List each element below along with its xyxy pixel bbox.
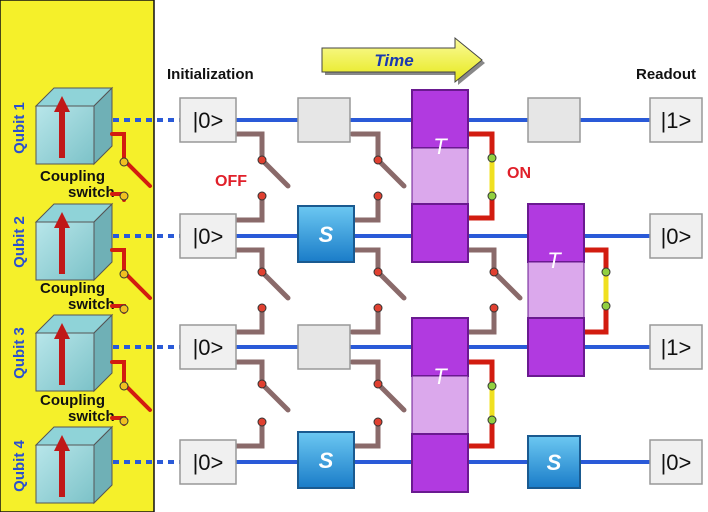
idle-gate [527, 97, 581, 143]
initial-state-3: |0> [193, 335, 224, 360]
readout-state-1: |1> [661, 108, 692, 133]
qubit-cube-2 [34, 202, 114, 282]
t-gate-2 [527, 203, 585, 377]
readout-state-3: |1> [661, 335, 692, 360]
coupling-switches-panel [110, 132, 152, 426]
readout-label: Readout [636, 66, 696, 83]
time-arrow [321, 36, 485, 85]
s-gate [297, 205, 355, 263]
qubit-label-3: Qubit 3 [11, 327, 28, 379]
qubit-label-1: Qubit 1 [11, 102, 28, 154]
qubit-cube-4 [34, 425, 114, 505]
qubit-label-2: Qubit 2 [11, 216, 28, 268]
on-label: ON [507, 165, 531, 182]
coupling-switch-label-2b: switch [68, 296, 115, 313]
initial-state-4: |0> [193, 450, 224, 475]
coupling-switch-label-3a: Coupling [40, 392, 105, 409]
t-gate-3 [411, 317, 469, 493]
t-gate-label: T [433, 134, 448, 159]
s-gate-label: S [319, 222, 334, 247]
idle-gate [297, 97, 351, 143]
idle-gates [297, 97, 581, 370]
time-label: Time [374, 51, 413, 70]
s-gate [527, 435, 581, 489]
qubit-label-4: Qubit 4 [11, 440, 28, 492]
coupling-switch-label-1b: switch [68, 184, 115, 201]
t-gate-label: T [547, 248, 562, 273]
s-gate [297, 431, 355, 489]
s-gates [297, 205, 581, 489]
readout-state-4: |0> [661, 450, 692, 475]
qubit-cube-1 [34, 86, 114, 166]
idle-gate [297, 324, 351, 370]
qubit-cubes [34, 86, 114, 505]
t-gate-1 [411, 89, 469, 263]
initial-state-boxes [179, 97, 237, 485]
coupling-switch-label-2a: Coupling [40, 280, 105, 297]
readout-boxes [649, 97, 703, 485]
off-label: OFF [215, 173, 247, 190]
coupling-switch-label-3b: switch [68, 408, 115, 425]
t-gate-label: T [433, 364, 448, 389]
off-switches [233, 131, 523, 449]
s-gate-label: S [547, 450, 562, 475]
initialization-label: Initialization [167, 66, 254, 83]
coupling-switch-label-1a: Coupling [40, 168, 105, 185]
initial-state-2: |0> [193, 224, 224, 249]
readout-state-2: |0> [661, 224, 692, 249]
qubit-cube-3 [34, 313, 114, 393]
s-gate-label: S [319, 448, 334, 473]
initial-state-1: |0> [193, 108, 224, 133]
on-switches [465, 131, 611, 449]
